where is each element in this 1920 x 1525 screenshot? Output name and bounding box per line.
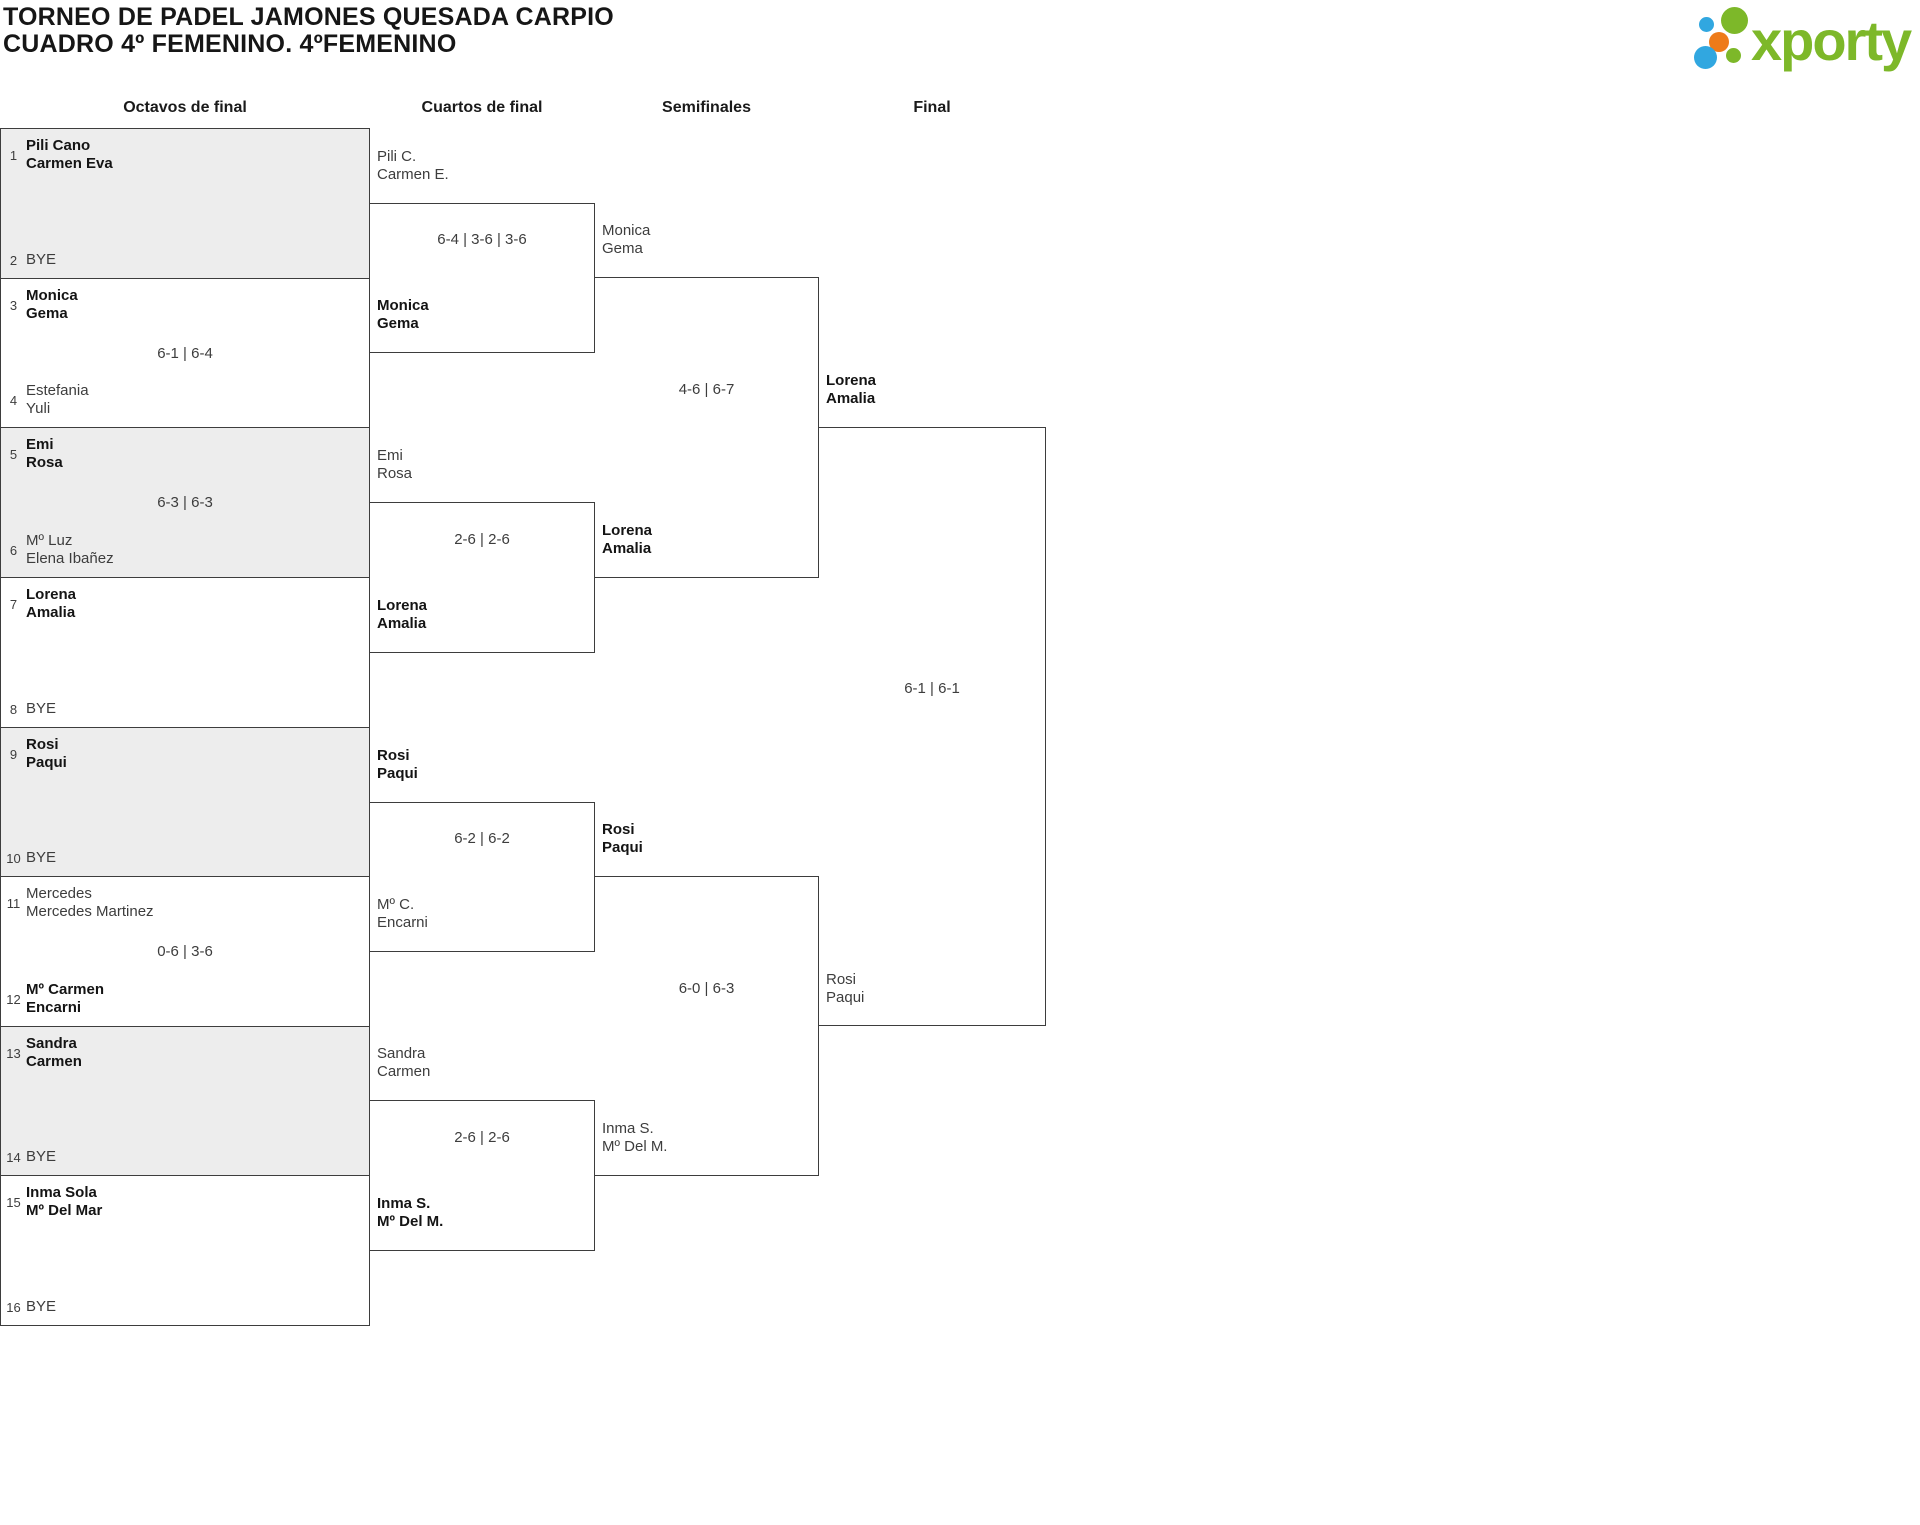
seed-number: 5 bbox=[9, 446, 18, 462]
team-names: Sandra Carmen bbox=[26, 1035, 82, 1070]
team-names: BYE bbox=[26, 1148, 57, 1165]
team-names: Estefania Yuli bbox=[26, 382, 89, 417]
final-match-box bbox=[818, 427, 1046, 1026]
r16-match-1: 1 Pili Cano Carmen Eva 2 BYE bbox=[0, 128, 370, 279]
team-entry: 6 Mº Luz Elena Ibañez bbox=[1, 532, 363, 568]
team-names: BYE bbox=[26, 849, 57, 866]
qf2-score: 2-6 | 2-6 bbox=[454, 531, 510, 548]
seed-number: 8 bbox=[9, 701, 18, 717]
team-entry: 13 Sandra Carmen bbox=[1, 1035, 363, 1071]
team-names: Mercedes Mercedes Martinez bbox=[26, 885, 154, 920]
seed-number: 16 bbox=[6, 1299, 21, 1315]
match-score: 6-3 | 6-3 bbox=[157, 494, 213, 511]
match-score: 6-1 | 6-4 bbox=[157, 345, 213, 362]
sf1-team2: Lorena Amalia bbox=[602, 522, 653, 557]
qf1-team1: Pili C. Carmen E. bbox=[377, 148, 449, 183]
r16-match-5: 9 Rosi Paqui 10 BYE bbox=[0, 727, 370, 877]
seed-number: 9 bbox=[9, 746, 18, 762]
r16-match-6: 11 Mercedes Mercedes Martinez 0-6 | 3-6 … bbox=[0, 876, 370, 1027]
seed-number: 6 bbox=[9, 542, 18, 558]
qf2-team1: Emi Rosa bbox=[377, 447, 413, 482]
qf4-team1: Sandra Carmen bbox=[377, 1045, 431, 1080]
team-entry: 4 Estefania Yuli bbox=[1, 382, 363, 418]
team-entry-bye: 2 BYE bbox=[1, 251, 363, 269]
team-entry: 9 Rosi Paqui bbox=[1, 736, 363, 772]
sf1-score: 4-6 | 6-7 bbox=[678, 381, 735, 398]
team-names: Pili Cano Carmen Eva bbox=[26, 137, 113, 172]
logo-dot-green-small bbox=[1726, 48, 1741, 63]
logo-dot-blue-small bbox=[1699, 17, 1714, 32]
team-entry-bye: 14 BYE bbox=[1, 1148, 363, 1166]
seed-number: 13 bbox=[6, 1045, 21, 1061]
sf1-team1: Monica Gema bbox=[602, 222, 651, 257]
round-header-final: Final bbox=[913, 99, 951, 116]
match-score: 0-6 | 3-6 bbox=[157, 943, 213, 960]
final-team2: Rosi Paqui bbox=[826, 971, 865, 1006]
qf2-team2: Lorena Amalia bbox=[377, 597, 428, 632]
qf3-team2: Mº C. Encarni bbox=[377, 896, 428, 931]
team-names: BYE bbox=[26, 1298, 57, 1315]
team-entry-bye: 16 BYE bbox=[1, 1298, 363, 1316]
seed-number: 3 bbox=[9, 297, 18, 313]
team-names: Monica Gema bbox=[26, 287, 78, 322]
tournament-title: TORNEO DE PADEL JAMONES QUESADA CARPIO bbox=[3, 3, 614, 31]
team-entry: 7 Lorena Amalia bbox=[1, 586, 363, 622]
team-names: Lorena Amalia bbox=[26, 586, 77, 621]
page-title: TORNEO DE PADEL JAMONES QUESADA CARPIO C… bbox=[3, 4, 614, 58]
sf-match-2-box bbox=[594, 876, 819, 1176]
r16-match-4: 7 Lorena Amalia 8 BYE bbox=[0, 577, 370, 728]
team-names: BYE bbox=[26, 251, 57, 268]
qf4-team2: Inma S. Mº Del M. bbox=[377, 1195, 444, 1230]
qf3-team1: Rosi Paqui bbox=[377, 747, 418, 782]
logo-dot-blue-large bbox=[1694, 46, 1717, 69]
xporty-logo-icon[interactable] bbox=[1688, 2, 1758, 80]
team-entry: 15 Inma Sola Mº Del Mar bbox=[1, 1184, 363, 1220]
round-header-cuartos: Cuartos de final bbox=[421, 99, 543, 116]
seed-number: 10 bbox=[6, 850, 21, 866]
sf2-team2: Inma S. Mº Del M. bbox=[602, 1120, 668, 1155]
team-entry: 3 Monica Gema bbox=[1, 287, 363, 323]
sf2-team1: Rosi Paqui bbox=[602, 821, 643, 856]
seed-number: 1 bbox=[9, 147, 18, 163]
qf-match-1-box bbox=[369, 203, 595, 353]
r16-match-3: 5 Emi Rosa 6-3 | 6-3 6 Mº Luz Elena Ibañ… bbox=[0, 427, 370, 578]
team-entry-bye: 8 BYE bbox=[1, 700, 363, 718]
qf-match-3-box bbox=[369, 802, 595, 952]
team-entry: 11 Mercedes Mercedes Martinez bbox=[1, 885, 363, 921]
bracket-subtitle: CUADRO 4º FEMENINO. 4ºFEMENINO bbox=[3, 30, 457, 58]
seed-number: 11 bbox=[6, 895, 21, 911]
qf1-score: 6-4 | 3-6 | 3-6 bbox=[437, 231, 527, 248]
round-header-octavos: Octavos de final bbox=[123, 99, 247, 116]
team-names: Mº Luz Elena Ibañez bbox=[26, 532, 114, 567]
team-names: BYE bbox=[26, 700, 57, 717]
qf3-score: 6-2 | 6-2 bbox=[454, 830, 510, 847]
team-names: Inma Sola Mº Del Mar bbox=[26, 1184, 103, 1219]
round-header-semifinales: Semifinales bbox=[662, 99, 751, 116]
seed-number: 15 bbox=[6, 1194, 21, 1210]
seed-number: 7 bbox=[9, 596, 18, 612]
r16-match-8: 15 Inma Sola Mº Del Mar 16 BYE bbox=[0, 1175, 370, 1326]
team-entry: 12 Mº Carmen Encarni bbox=[1, 981, 363, 1017]
seed-number: 2 bbox=[9, 252, 18, 268]
logo-dot-green-large bbox=[1721, 7, 1748, 34]
final-score: 6-1 | 6-1 bbox=[904, 680, 960, 697]
sf2-score: 6-0 | 6-3 bbox=[678, 980, 735, 997]
team-names: Emi Rosa bbox=[26, 436, 63, 471]
seed-number: 12 bbox=[6, 991, 21, 1007]
team-entry: 1 Pili Cano Carmen Eva bbox=[1, 137, 363, 173]
team-names: Mº Carmen Encarni bbox=[26, 981, 104, 1016]
qf1-team2: Monica Gema bbox=[377, 297, 429, 332]
r16-match-2: 3 Monica Gema 6-1 | 6-4 4 Estefania Yuli bbox=[0, 278, 370, 428]
team-entry-bye: 10 BYE bbox=[1, 849, 363, 867]
team-entry: 5 Emi Rosa bbox=[1, 436, 363, 472]
qf4-score: 2-6 | 2-6 bbox=[454, 1129, 510, 1146]
seed-number: 4 bbox=[9, 392, 18, 408]
final-team1: Lorena Amalia bbox=[826, 372, 877, 407]
seed-number: 14 bbox=[6, 1149, 21, 1165]
team-names: Rosi Paqui bbox=[26, 736, 67, 771]
r16-match-7: 13 Sandra Carmen 14 BYE bbox=[0, 1026, 370, 1176]
logo-dot-orange bbox=[1709, 32, 1729, 52]
xporty-logo-wordmark[interactable]: xporty bbox=[1751, 9, 1912, 72]
